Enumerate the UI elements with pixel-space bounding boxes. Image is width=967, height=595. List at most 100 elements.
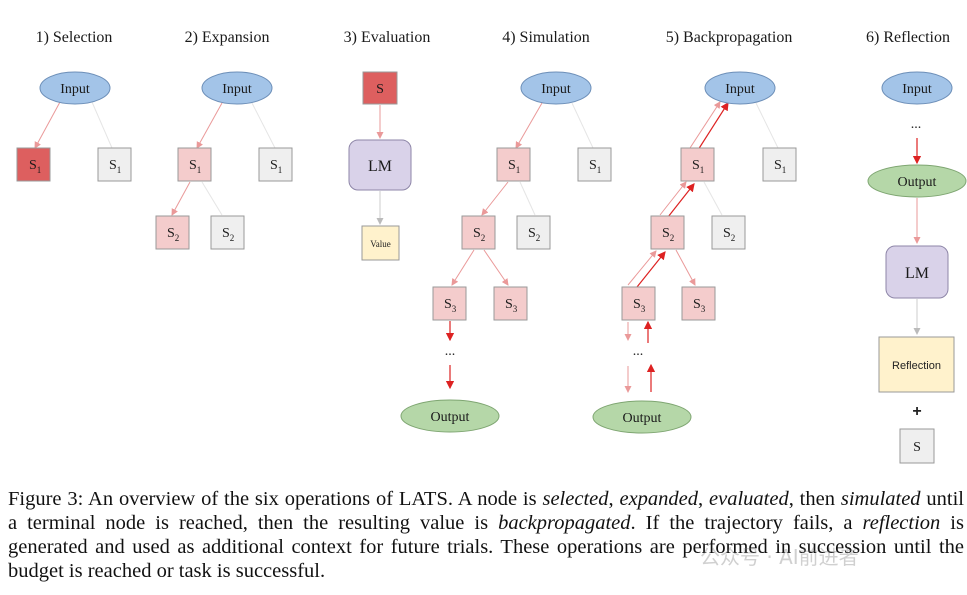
node-s-new (899, 428, 935, 464)
panel-title-reflection: 6) Reflection (866, 29, 950, 46)
caption-text: . If the trajectory fails, a (630, 512, 863, 534)
node-s-label: S (376, 82, 384, 97)
node-s1-expanded (680, 147, 715, 182)
node-s3-label: S3 (633, 297, 646, 314)
lats-diagram: 1) Selection 2) Expansion 3) Evaluation … (16, 29, 967, 464)
node-s2-unexplored (516, 215, 551, 250)
node-s1-unexplored (97, 147, 132, 182)
panel-title-simulation: 4) Simulation (502, 29, 590, 46)
edge-s2-to-s3 (675, 249, 696, 286)
panel-title-evaluation: 3) Evaluation (344, 29, 431, 46)
caption-emphasis: simulated (840, 488, 921, 510)
node-s1-unexplored (258, 147, 293, 182)
node-input (520, 71, 592, 105)
caption-emphasis: selected (542, 488, 609, 510)
edge-s1-to-s2 (481, 181, 509, 216)
node-s2-expanded (650, 215, 685, 250)
panel-title-backpropagation: 5) Backpropagation (666, 29, 793, 46)
node-s3-simulated (493, 286, 528, 321)
ellipsis: ... (445, 344, 456, 359)
node-s3-label: S3 (505, 297, 518, 314)
node-s2-unexplored (210, 215, 245, 250)
edge-input-to-s1-unexplored (755, 102, 779, 149)
node-s3-simulated (681, 286, 716, 321)
plus-sign: + (912, 403, 921, 420)
node-s1-label: S1 (29, 158, 41, 175)
reflection-box (878, 336, 955, 393)
node-s1-unexplored (762, 147, 797, 182)
node-s3-label: S3 (444, 297, 457, 314)
node-input (39, 71, 111, 105)
reflection-label: Reflection (892, 360, 941, 372)
node-output (867, 164, 967, 198)
node-input-label: Input (725, 82, 755, 97)
node-s1-label: S1 (774, 158, 786, 175)
node-s-label: S (913, 440, 921, 455)
node-s3-simulated (432, 286, 467, 321)
watermark: 公众号 · AI前进者 (700, 545, 859, 569)
panel-expansion: Input S1 S1 S2 S2 (155, 71, 293, 250)
node-s1-label: S1 (109, 158, 121, 175)
edge-s1-to-s2-unexplored (201, 181, 223, 216)
node-s2-expanded (461, 215, 496, 250)
node-s1-expanded (177, 147, 212, 182)
edge-s1-to-s2-unexplored (703, 181, 723, 216)
edge-input-to-s1-unexplored (251, 102, 276, 149)
lm-label: LM (905, 265, 929, 282)
panel-evaluation: S LM Value (348, 71, 412, 261)
node-output-label: Output (898, 175, 937, 190)
caption-emphasis: reflection (862, 512, 941, 534)
edge-s2-to-s3 (451, 249, 475, 286)
edge-backprop-s1-to-input (689, 101, 721, 149)
value-box (361, 225, 400, 261)
node-s-evaluated (362, 71, 398, 105)
caption-text: , (698, 488, 709, 510)
node-s2-unexplored (711, 215, 746, 250)
caption-text: is generated and used as additional cont… (8, 512, 964, 582)
node-s1-label: S1 (270, 158, 282, 175)
lm-label: LM (368, 158, 392, 175)
node-s1-label: S1 (508, 158, 520, 175)
edge-backprop-s2-to-s1 (659, 181, 687, 216)
node-input-label: Input (902, 82, 932, 97)
node-output-label: Output (623, 411, 662, 426)
edge-backprop-s3-to-s2 (636, 251, 666, 288)
lm-box (885, 245, 949, 299)
edge-input-to-s1-unexplored (571, 102, 594, 149)
caption-text: until a terminal node is reached, then t… (8, 488, 965, 534)
edge-input-to-s1-unexplored (91, 101, 113, 149)
ellipsis: ... (633, 344, 644, 359)
node-s1-label: S1 (692, 158, 704, 175)
node-input (201, 71, 273, 105)
node-input-label: Input (222, 82, 252, 97)
lm-box (348, 139, 412, 191)
edge-input-to-s1 (196, 102, 223, 149)
node-input (881, 71, 953, 105)
panel-backpropagation: Input S1 S1 S2 S2 S3 S3 ... Output (592, 71, 797, 434)
node-s1-unexplored (577, 147, 612, 182)
caption-emphasis: expanded (619, 488, 699, 510)
node-s3-label: S3 (693, 297, 706, 314)
edge-s1-to-s2 (171, 181, 191, 216)
panel-reflection: Input ... Output LM Reflection + S (867, 71, 967, 464)
node-s1-label: S1 (589, 158, 601, 175)
caption-emphasis: evaluated (709, 488, 789, 510)
node-s2-expanded (155, 215, 190, 250)
node-s2-label: S2 (723, 226, 735, 243)
node-s1-label: S1 (189, 158, 201, 175)
edge-backprop-s1-to-input (697, 101, 729, 151)
caption-text: , then (788, 488, 841, 510)
caption-emphasis: backpropagated (498, 512, 631, 534)
node-input-label: Input (541, 82, 571, 97)
node-output-label: Output (431, 410, 470, 425)
panel-title-expansion: 2) Expansion (185, 29, 270, 46)
edge-backprop-s2-to-s1 (667, 183, 695, 218)
panel-title-selection: 1) Selection (36, 29, 113, 46)
node-s2-label: S2 (528, 226, 540, 243)
value-label: Value (370, 239, 391, 249)
edge-s1-to-s2-unexplored (519, 181, 536, 216)
edge-s2-to-s3 (483, 249, 509, 286)
edge-backprop-s3-to-s2 (627, 250, 657, 286)
node-s1-selected (16, 147, 51, 182)
node-input (704, 71, 776, 105)
